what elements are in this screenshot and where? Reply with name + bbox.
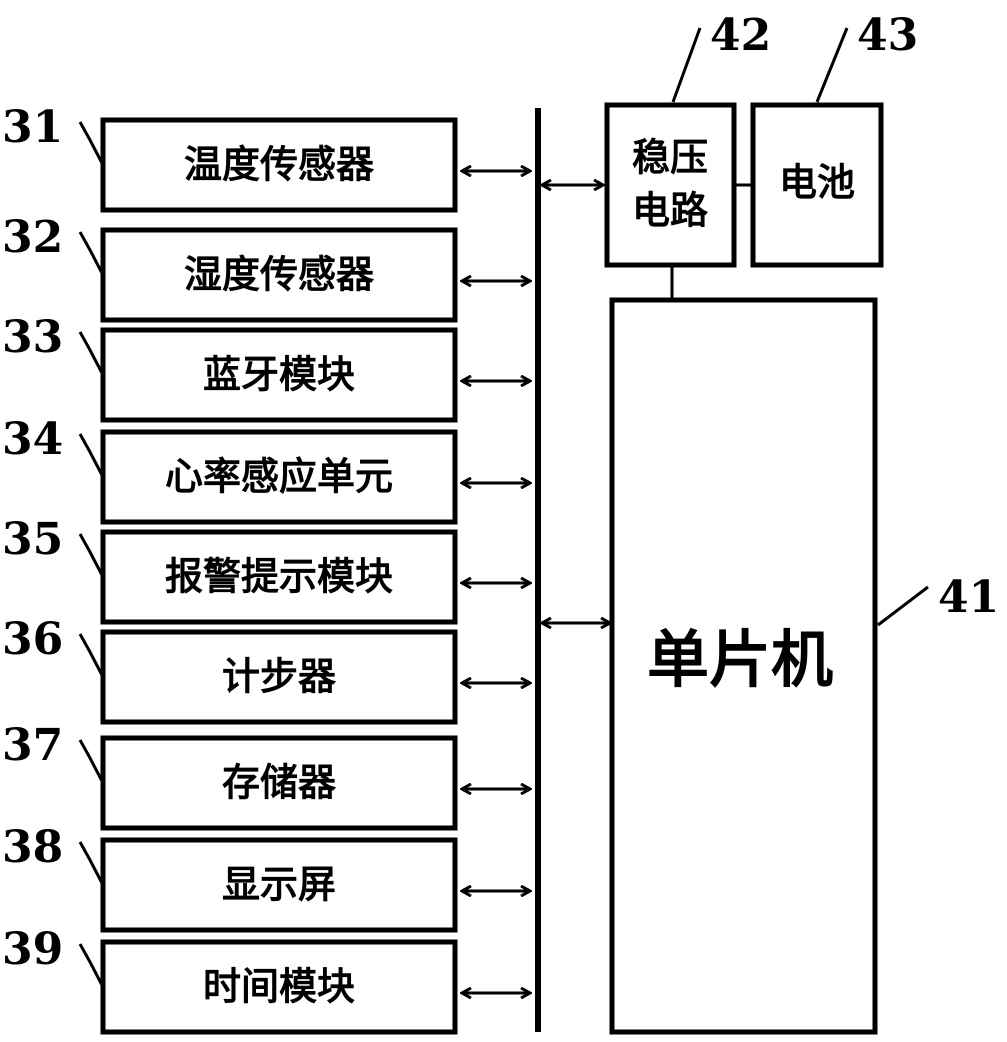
- module-label: 报警提示模块: [165, 555, 393, 599]
- ref-leader: [80, 842, 103, 885]
- ref-number-42: 42: [710, 10, 771, 61]
- ref-number-43: 43: [857, 10, 918, 61]
- module-row: 报警提示模块 35: [2, 514, 530, 622]
- ref-number: 37: [2, 720, 63, 771]
- module-row: 湿度传感器 32: [2, 212, 530, 320]
- module-row: 计步器 36: [2, 614, 530, 722]
- leader-42: [673, 28, 700, 102]
- module-row: 温度传感器 31: [2, 102, 530, 210]
- leader-41: [878, 587, 928, 625]
- ref-number: 32: [2, 212, 63, 263]
- ref-number: 31: [2, 102, 63, 153]
- ref-leader: [80, 434, 103, 477]
- module-row: 显示屏 38: [2, 822, 530, 930]
- ref-leader: [80, 740, 103, 783]
- regulator-label-line1: 稳压: [632, 136, 708, 180]
- ref-leader: [80, 332, 103, 375]
- ref-number: 38: [2, 822, 63, 873]
- ref-leader: [80, 534, 103, 577]
- module-label: 存储器: [222, 761, 337, 805]
- mcu-label: 单片机: [647, 623, 833, 696]
- module-label: 温度传感器: [184, 143, 375, 187]
- module-label: 时间模块: [203, 965, 355, 1009]
- mcu-block: 单片机: [612, 300, 875, 1032]
- regulator-block: 稳压 电路: [607, 105, 734, 265]
- ref-leader: [80, 232, 103, 275]
- battery-label: 电池: [779, 161, 855, 205]
- ref-number-41: 41: [938, 572, 999, 623]
- module-label: 显示屏: [222, 863, 336, 907]
- leader-43: [817, 28, 847, 102]
- ref-leader: [80, 634, 103, 677]
- module-label: 计步器: [222, 655, 337, 699]
- regulator-label-line2: 电路: [632, 189, 709, 233]
- module-row: 蓝牙模块 33: [2, 312, 530, 420]
- module-stack: 温度传感器 31 湿度传感器 32 蓝牙模块 33 心率感应单元 34 报警提示模块 35 计步器 3…: [2, 102, 530, 1032]
- ref-number: 39: [2, 924, 63, 975]
- ref-leader: [80, 122, 103, 165]
- module-label: 心率感应单元: [165, 455, 393, 499]
- ref-number: 34: [2, 414, 63, 465]
- module-label: 湿度传感器: [184, 253, 375, 297]
- ref-number: 36: [2, 614, 63, 665]
- battery-block: 电池: [753, 105, 881, 265]
- module-row: 时间模块 39: [2, 924, 530, 1032]
- ref-leader: [80, 944, 103, 987]
- ref-number: 35: [2, 514, 63, 565]
- module-row: 存储器 37: [2, 720, 530, 828]
- module-label: 蓝牙模块: [203, 353, 355, 397]
- ref-number: 33: [2, 312, 63, 363]
- module-row: 心率感应单元 34: [2, 414, 530, 522]
